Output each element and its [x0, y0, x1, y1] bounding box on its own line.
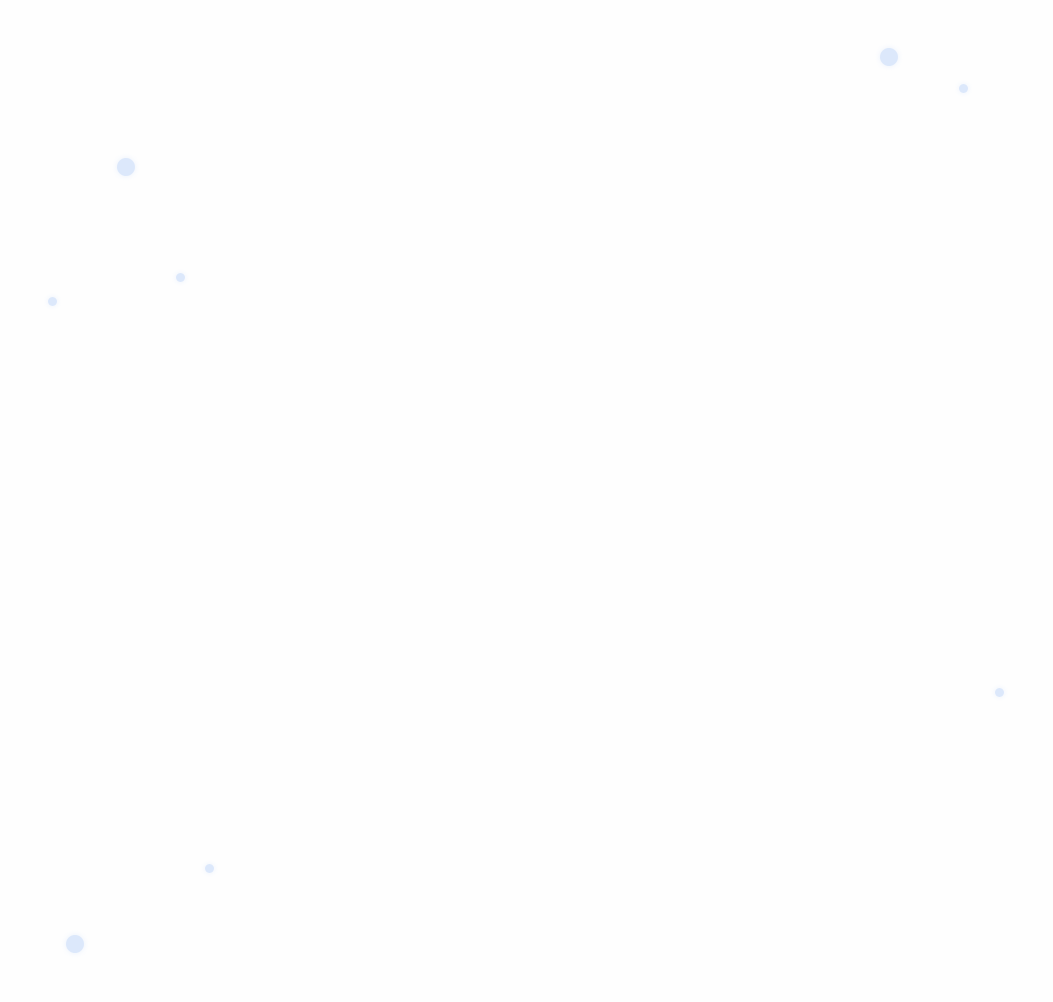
background-dot-6 [995, 688, 1004, 697]
background-dot-8 [66, 935, 84, 953]
background-dot-7 [205, 864, 214, 873]
background-dot-1 [880, 48, 898, 66]
background-dot-3 [117, 158, 135, 176]
background-dot-4 [176, 273, 185, 282]
background-dot-2 [959, 84, 968, 93]
background-dot-5 [48, 297, 57, 306]
